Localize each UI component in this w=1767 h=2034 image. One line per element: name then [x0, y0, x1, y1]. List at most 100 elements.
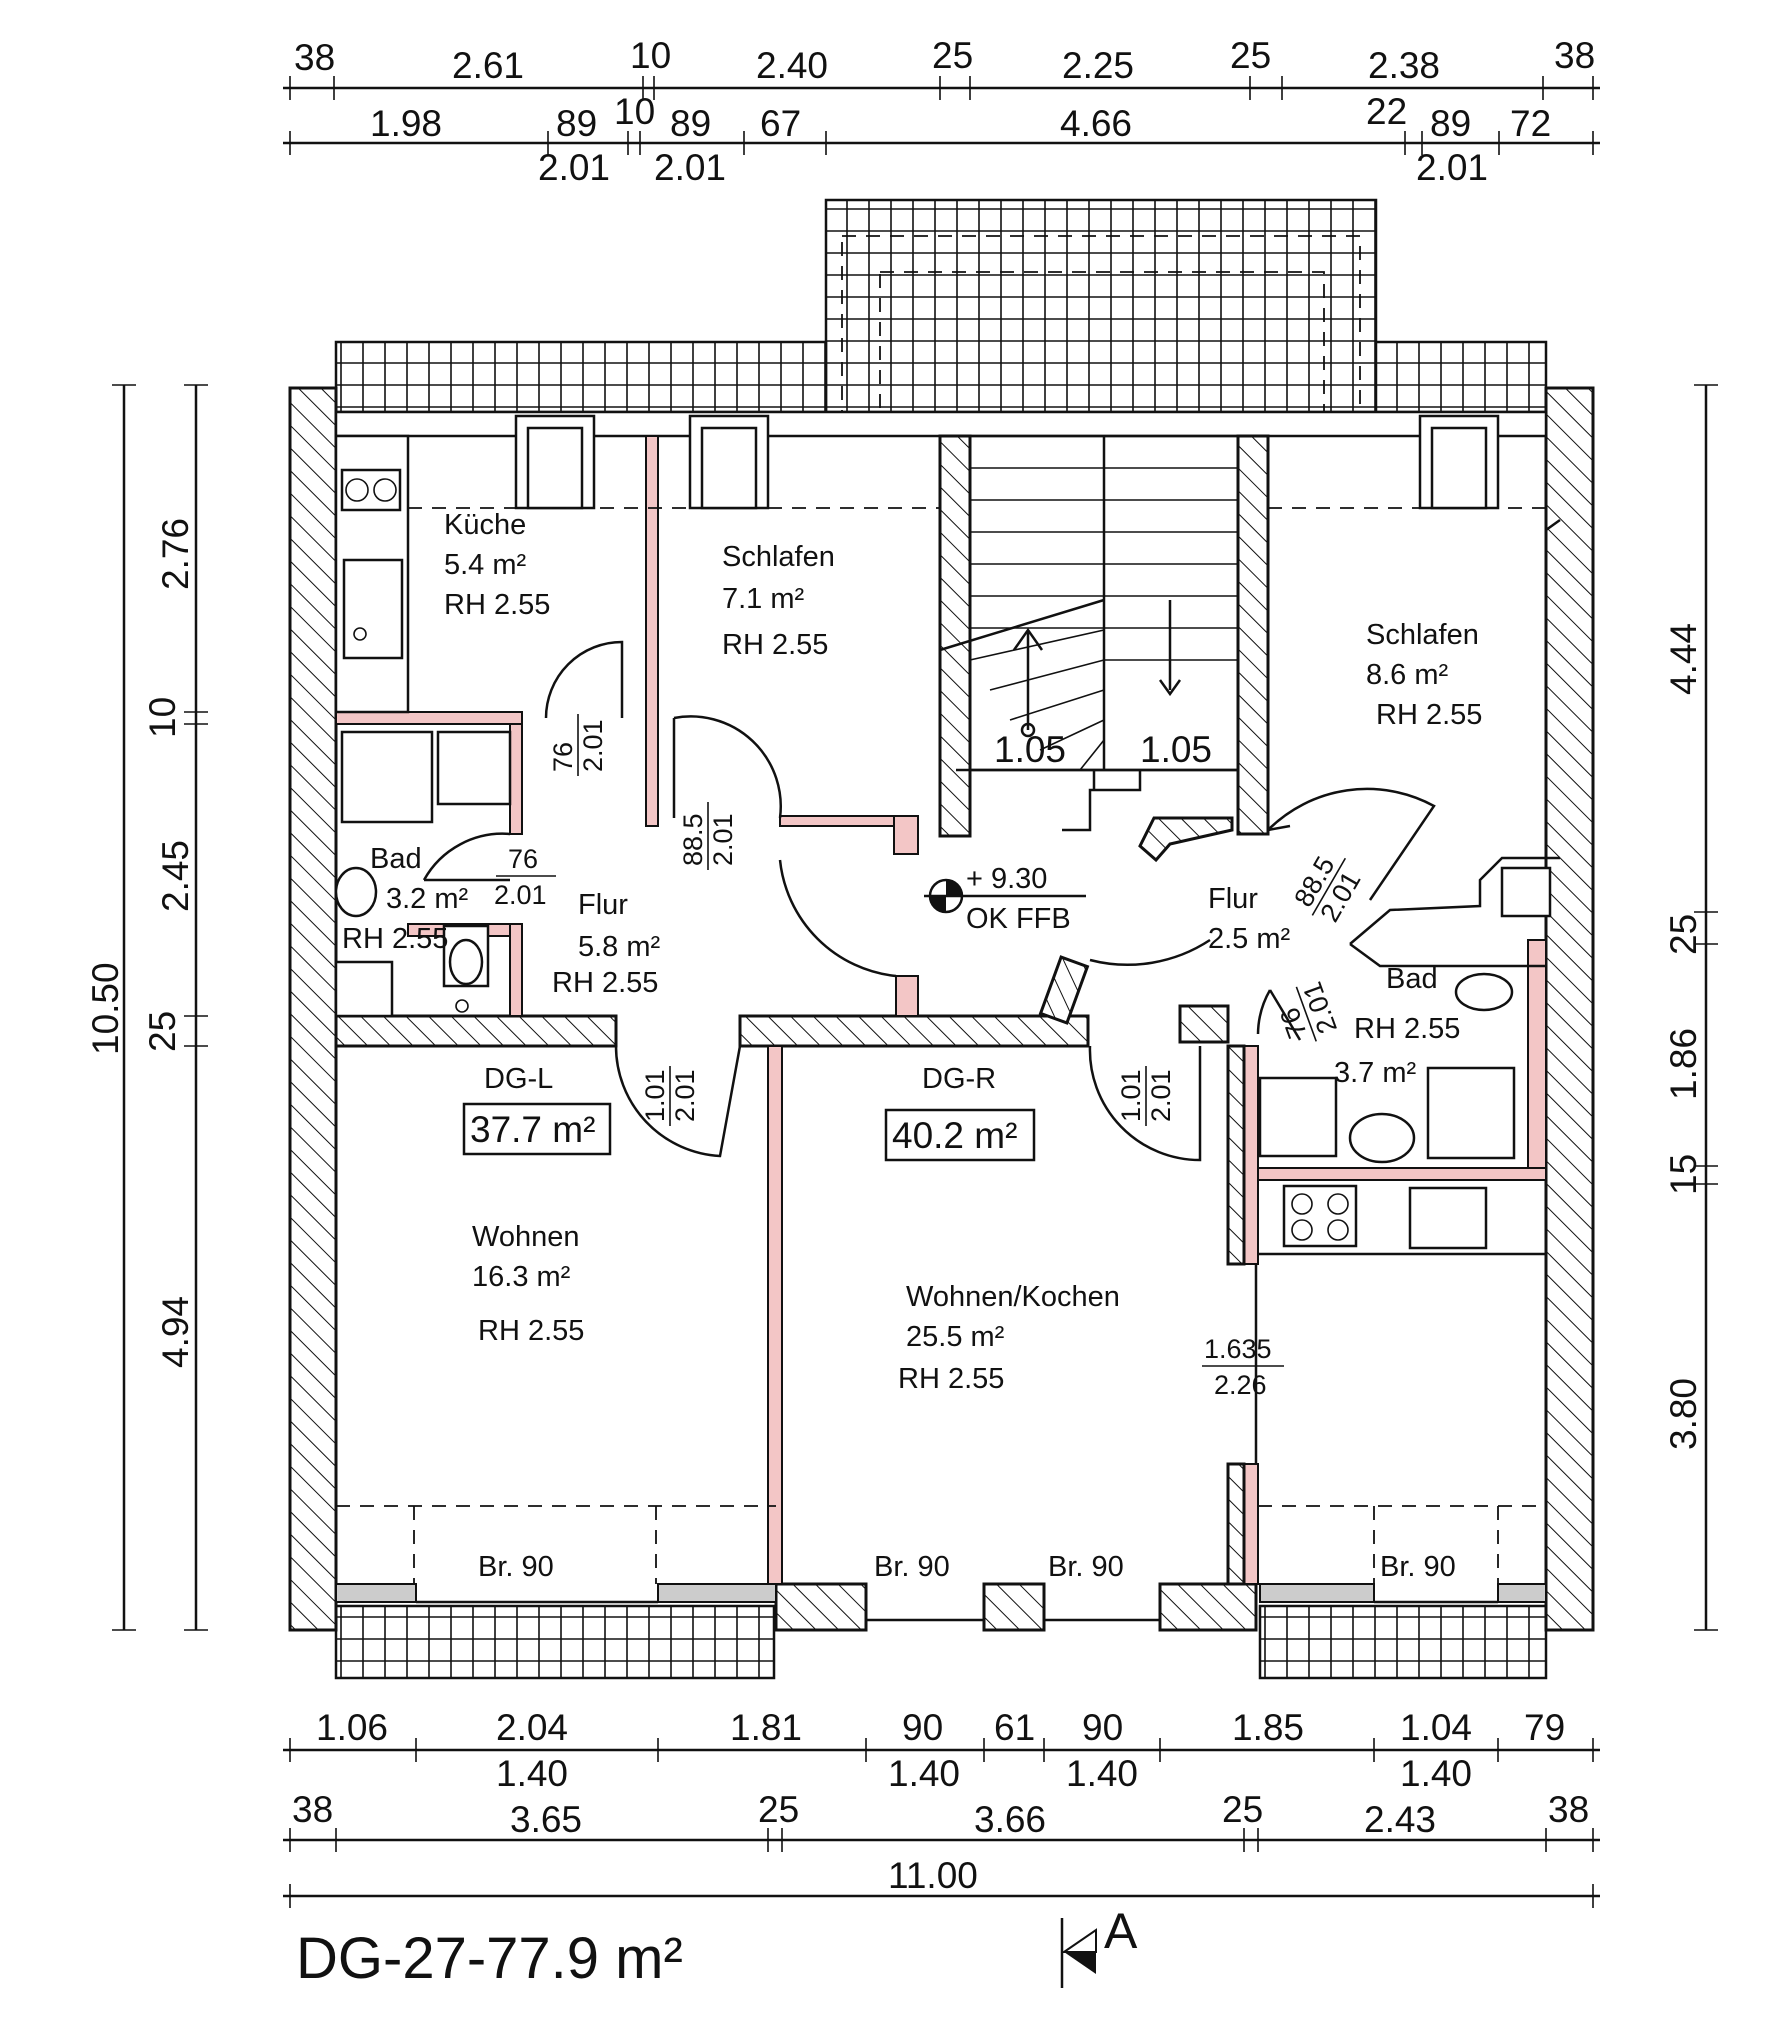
door-schlafen-left-height: 2.01 — [708, 813, 738, 866]
window-label-3: Br. 90 — [1048, 1551, 1124, 1583]
schlafen-left-rh: RH 2.55 — [722, 629, 828, 661]
dim-bottom-5: 61 — [994, 1707, 1035, 1748]
schlafen-left-name: Schlafen — [722, 541, 835, 573]
dim-left-4: 25 — [142, 1011, 183, 1052]
dim-top2-sub-1: 2.01 — [538, 147, 610, 188]
dim-bottom2-7: 38 — [1548, 1789, 1589, 1830]
kueche-area: 5.4 m² — [444, 549, 527, 581]
plan-title: DG-27-77.9 m² — [296, 1926, 683, 1991]
dim-top-3: 10 — [630, 35, 671, 76]
dim-bottom2-1: 38 — [292, 1789, 333, 1830]
dim-top-4: 2.40 — [756, 45, 828, 86]
dim-left-3: 2.45 — [155, 840, 196, 912]
dim-bottom-9: 79 — [1524, 1707, 1565, 1748]
door-wohnen-left-width: 1.01 — [640, 1069, 670, 1122]
door-kochen-right-width: 1.635 — [1204, 1334, 1272, 1364]
dim-bottom2-2: 3.65 — [510, 1799, 582, 1840]
dim-right-4: 15 — [1663, 1154, 1704, 1195]
dim-top-6: 2.25 — [1062, 45, 1134, 86]
roof-grids — [334, 198, 1548, 1680]
dim-top2-4: 89 — [670, 103, 711, 144]
schlafen-right-area: 8.6 m² — [1366, 659, 1449, 691]
dim-right-1: 4.44 — [1663, 623, 1704, 695]
unit-left-area: 37.7 m² — [470, 1109, 595, 1150]
unit-left-label: DG-L — [484, 1063, 553, 1095]
dim-bottom-4: 90 — [902, 1707, 943, 1748]
dim-right-5: 3.80 — [1663, 1378, 1704, 1450]
level-value: + 9.30 — [966, 863, 1047, 895]
roof-windows — [336, 414, 1546, 1584]
flur-right-name: Flur — [1208, 883, 1258, 915]
bottom-dimension-chains: 1.06 2.04 1.81 90 61 90 1.85 1.04 79 1.4… — [283, 1707, 1600, 1908]
dim-top-9: 38 — [1554, 35, 1595, 76]
schlafen-right-name: Schlafen — [1366, 619, 1479, 651]
dim-bottom-2: 2.04 — [496, 1707, 568, 1748]
dim-top2-7: 22 — [1366, 91, 1407, 132]
dim-top2-3: 10 — [614, 91, 655, 132]
wohnen-right-rh: RH 2.55 — [898, 1363, 1004, 1395]
window-labels: Br. 90 Br. 90 Br. 90 Br. 90 — [478, 1551, 1456, 1583]
dim-left-outer: 10.50 — [85, 962, 126, 1055]
bad-right-rh: RH 2.55 — [1354, 1013, 1460, 1045]
dim-top2-sub-2: 2.01 — [654, 147, 726, 188]
flur-right-area: 2.5 m² — [1208, 923, 1291, 955]
dim-right-3: 1.86 — [1663, 1028, 1704, 1100]
right-dimension-chain: 4.44 25 1.86 15 3.80 — [1663, 384, 1718, 1631]
door-bad-left-height: 2.01 — [494, 880, 547, 910]
bad-left-area: 3.2 m² — [386, 883, 469, 915]
flur-left-rh: RH 2.55 — [552, 967, 658, 999]
dim-left-2: 10 — [142, 697, 183, 738]
dim-left-5: 4.94 — [155, 1296, 196, 1368]
door-wohnen-left-height: 2.01 — [670, 1069, 700, 1122]
schlafen-right-rh: RH 2.55 — [1376, 699, 1482, 731]
level-reference: OK FFB — [966, 903, 1071, 935]
section-marker-label: A — [1104, 1903, 1138, 1959]
left-dimension-chains: 10.50 2.76 10 2.45 25 4.94 — [85, 384, 208, 1631]
dim-bottom-7: 1.85 — [1232, 1707, 1304, 1748]
wohnen-left-area: 16.3 m² — [472, 1261, 571, 1293]
kueche-rh: RH 2.55 — [444, 589, 550, 621]
flur-left-area: 5.8 m² — [578, 931, 661, 963]
dim-top2-1: 1.98 — [370, 103, 442, 144]
door-kochen-right-height: 2.26 — [1214, 1370, 1267, 1400]
door-wohnen-right-width: 1.01 — [1116, 1069, 1146, 1122]
dim-bottom2-3: 25 — [758, 1789, 799, 1830]
dim-top-1: 38 — [294, 37, 335, 78]
bad-right-area: 3.7 m² — [1334, 1057, 1417, 1089]
wohnen-left-name: Wohnen — [472, 1221, 580, 1253]
door-bad-left-width: 76 — [508, 844, 538, 874]
door-wohnen-right-height: 2.01 — [1146, 1069, 1176, 1122]
dim-bottom-1: 1.06 — [316, 1707, 388, 1748]
room-labels: Küche 5.4 m² RH 2.55 Schlafen 7.1 m² RH … — [342, 509, 1482, 1395]
top-dimension-chains: 38 2.61 10 2.40 25 2.25 25 2.38 38 1.98 … — [283, 35, 1600, 188]
unit-labels: DG-L 37.7 m² DG-R 40.2 m² — [462, 1063, 1036, 1162]
kueche-name: Küche — [444, 509, 526, 541]
dim-bottom-sub-1: 1.40 — [496, 1753, 568, 1794]
door-labels: 76 2.01 88.5 2.01 76 2.01 1.01 2.01 88.5… — [494, 714, 1367, 1400]
dim-bottom-6: 90 — [1082, 1707, 1123, 1748]
bad-left-rh: RH 2.55 — [342, 923, 448, 955]
window-label-1: Br. 90 — [478, 1551, 554, 1583]
unit-right-label: DG-R — [922, 1063, 996, 1095]
dim-bottom-8: 1.04 — [1400, 1707, 1472, 1748]
dim-top2-9: 72 — [1510, 103, 1551, 144]
dim-bottom-sub-3: 1.40 — [1066, 1753, 1138, 1794]
dim-bottom-3: 1.81 — [730, 1707, 802, 1748]
door-schlafen-left-width: 88.5 — [678, 813, 708, 866]
dim-top2-5: 67 — [760, 103, 801, 144]
dim-top-5: 25 — [932, 35, 973, 76]
dim-right-2: 25 — [1663, 914, 1704, 955]
dim-bottom-sub-4: 1.40 — [1400, 1753, 1472, 1794]
flur-left-name: Flur — [578, 889, 628, 921]
wohnen-right-name: Wohnen/Kochen — [906, 1281, 1120, 1313]
dim-bottom-sub-2: 1.40 — [888, 1753, 960, 1794]
dim-left-1: 2.76 — [155, 518, 196, 590]
stair-width-left: 1.05 — [994, 729, 1066, 770]
dim-bottom2-4: 3.66 — [974, 1799, 1046, 1840]
dim-bottom2-5: 25 — [1222, 1789, 1263, 1830]
door-kueche-height: 2.01 — [578, 719, 608, 772]
dim-bottom-total: 11.00 — [888, 1855, 978, 1896]
schlafen-left-area: 7.1 m² — [722, 583, 805, 615]
wohnen-left-rh: RH 2.55 — [478, 1315, 584, 1347]
